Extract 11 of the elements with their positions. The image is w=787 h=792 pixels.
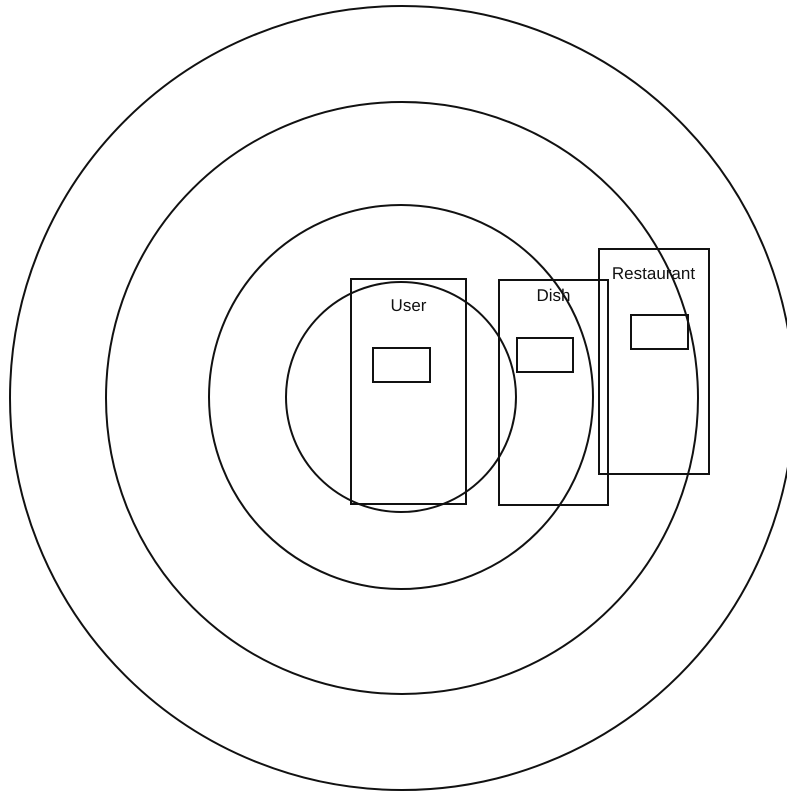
- entity-box: [598, 248, 710, 474]
- inner-box: [630, 314, 689, 350]
- circle-ring: [9, 5, 787, 791]
- inner-box: [516, 336, 574, 372]
- entity-label: User: [390, 296, 428, 316]
- entity-box: [350, 278, 467, 505]
- circle-ring: [104, 100, 698, 694]
- entity-box: [498, 279, 609, 506]
- circle-ring: [208, 204, 594, 590]
- circle-ring: [284, 280, 516, 512]
- inner-box: [372, 346, 430, 382]
